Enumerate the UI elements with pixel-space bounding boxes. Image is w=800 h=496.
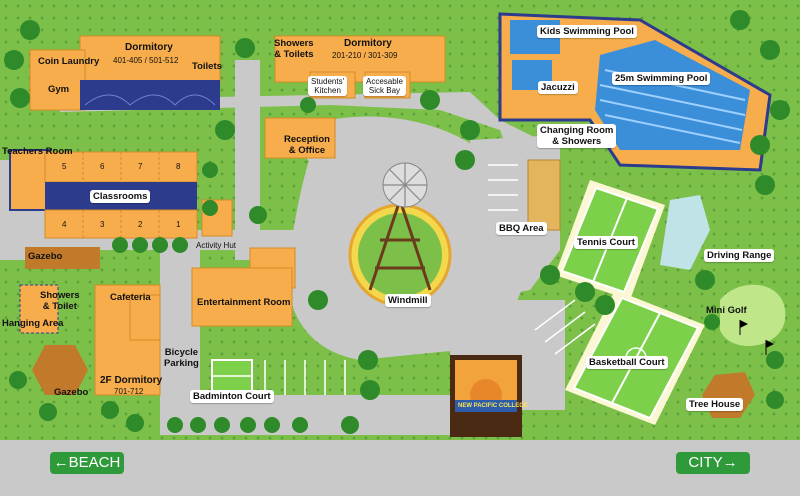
label-driving-range: Driving Range	[704, 249, 775, 262]
label-mini-golf: Mini Golf	[706, 305, 747, 316]
badminton-court	[211, 359, 253, 393]
classroom-number-4: 4	[62, 220, 67, 229]
tree-house-deck	[702, 372, 755, 418]
label-bbq-area: BBQ Area	[496, 222, 547, 235]
label-dormitory-2-rooms: 201-210 / 301-309	[332, 51, 398, 60]
label-changing-room: Changing Room & Showers	[537, 124, 617, 148]
label-showers-toilet: Showers & Toilet	[40, 290, 80, 312]
dormitory-401-building	[29, 35, 221, 111]
label-tennis-court: Tennis Court	[574, 236, 638, 249]
classroom-number-2: 2	[138, 220, 143, 229]
bbq-area-structure	[527, 159, 561, 231]
label-dormitory-2: Dormitory	[344, 38, 392, 49]
label-gym: Gym	[48, 84, 70, 95]
label-toilets: Toilets	[192, 61, 222, 72]
label-teachers-room: Teachers Room	[2, 146, 73, 157]
label-badminton-court: Badminton Court	[190, 390, 274, 403]
classroom-number-5: 5	[62, 162, 67, 171]
label-25m-pool: 25m Swimming Pool	[612, 72, 711, 85]
mini-golf-area	[720, 284, 786, 355]
classroom-number-3: 3	[100, 220, 105, 229]
label-entertainment-room: Entertainment Room	[197, 297, 291, 308]
beach-direction-sign[interactable]: ←BEACH	[50, 452, 124, 474]
classroom-number-6: 6	[100, 162, 105, 171]
parking-lines	[264, 164, 596, 395]
college-sign-board	[450, 355, 522, 437]
label-classrooms: Classrooms	[90, 190, 151, 203]
label-cafeteria: Cafeteria	[110, 292, 151, 303]
label-sick-bay: Accesable Sick Bay	[363, 76, 406, 96]
label-bicycle-parking: Bicycle Parking	[164, 347, 199, 369]
entertainment-building	[191, 199, 296, 327]
label-gazebo-bottom: Gazebo	[54, 387, 89, 398]
label-windmill: Windmill	[385, 294, 431, 307]
label-dormitory-3: 2F Dormitory	[100, 375, 163, 386]
reception-building	[264, 117, 336, 159]
trees	[4, 10, 790, 434]
windmill-feature	[348, 162, 452, 307]
label-activity-hut: Activity Hut	[196, 241, 237, 250]
label-reception: Reception & Office	[284, 134, 330, 156]
main-road	[0, 440, 800, 496]
label-tree-house: Tree House	[686, 398, 744, 411]
gazebo-left-deck	[25, 247, 100, 269]
label-college-sign: NEW PACIFIC COLLEGE	[458, 403, 528, 409]
label-hanging-area: Hanging Area	[2, 318, 64, 329]
label-dormitory-3-rooms: 701-712	[114, 387, 144, 396]
classroom-number-7: 7	[138, 162, 143, 171]
label-coin-laundry: Coin Laundry	[38, 56, 100, 67]
driving-range-area	[660, 195, 710, 270]
label-jacuzzi: Jacuzzi	[538, 81, 578, 94]
label-basketball-court: Basketball Court	[586, 356, 668, 369]
city-direction-sign[interactable]: CITY→	[676, 452, 750, 474]
pool-complex	[498, 12, 772, 172]
label-students-kitchen: Students' Kitchen	[308, 76, 348, 96]
classroom-number-8: 8	[176, 162, 181, 171]
label-showers-toilets-top: Showers & Toilets	[274, 38, 314, 60]
label-dormitory-1-rooms: 401-405 / 501-512	[113, 56, 179, 65]
south-west-buildings	[19, 284, 161, 396]
label-kids-pool: Kids Swimming Pool	[537, 25, 637, 38]
classroom-number-1: 1	[176, 220, 181, 229]
label-dormitory-1: Dormitory	[125, 42, 173, 53]
label-gazebo-left: Gazebo	[28, 251, 63, 262]
